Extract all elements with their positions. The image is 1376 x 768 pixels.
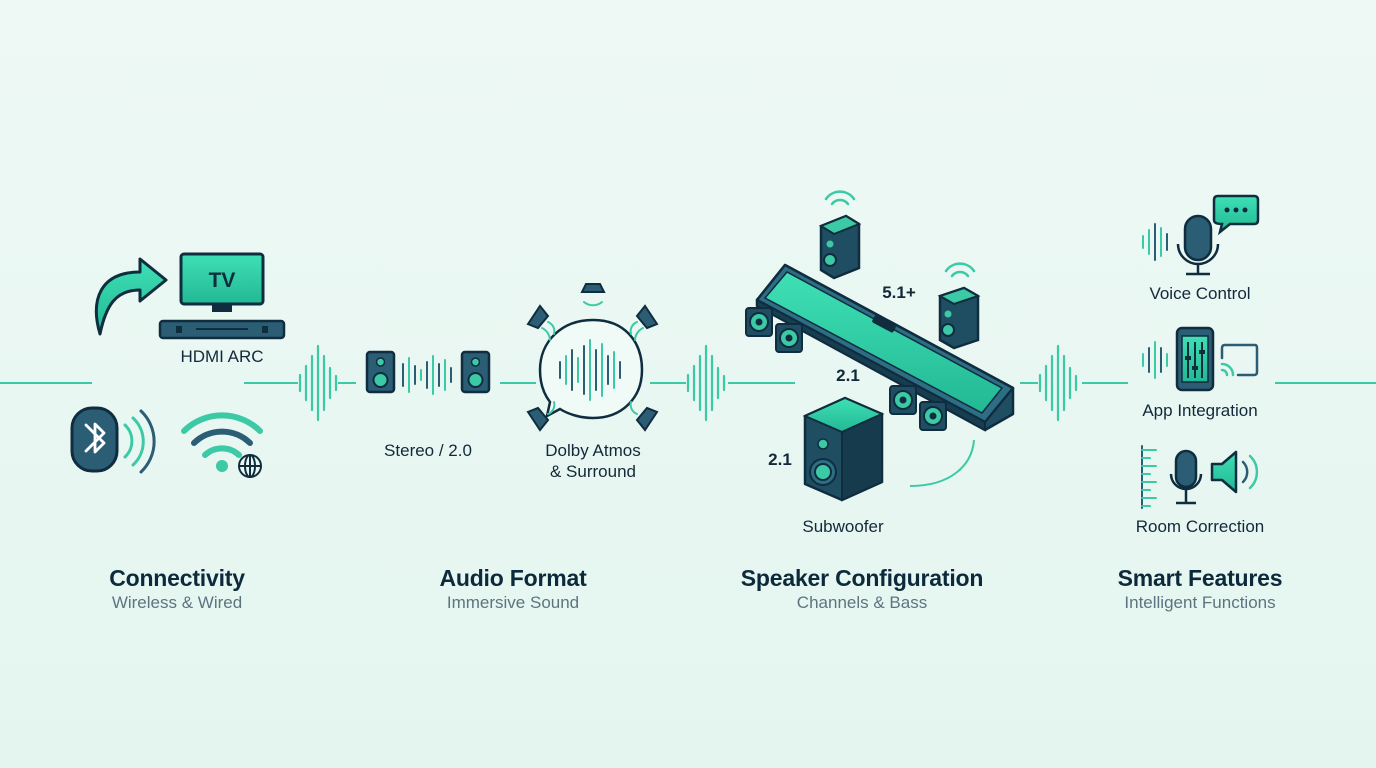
cast-icon bbox=[1220, 343, 1259, 377]
stereo-waveform bbox=[402, 355, 452, 395]
right-speaker-icon bbox=[937, 262, 981, 350]
tv-label: TV bbox=[209, 269, 236, 292]
connectivity-subtitle: Wireless & Wired bbox=[111, 593, 243, 612]
connectivity-title: Connectivity bbox=[109, 565, 245, 591]
speaker-volume-icon bbox=[1210, 450, 1259, 494]
speaker-config-title: Speaker Configuration bbox=[740, 565, 984, 591]
soundbar-small-icon bbox=[158, 319, 286, 340]
flow-waveform-1 bbox=[298, 344, 338, 422]
tv-icon bbox=[179, 252, 265, 312]
tag-2-1-sub: 2.1 bbox=[768, 450, 792, 469]
app-integration-label: App Integration bbox=[1142, 401, 1258, 420]
globe-icon bbox=[238, 454, 262, 478]
microphone-icon bbox=[1176, 214, 1220, 276]
smartphone-icon bbox=[1175, 326, 1215, 392]
chat-bubble-icon bbox=[1212, 194, 1260, 236]
surround-speakers-icon bbox=[526, 283, 659, 432]
soundbar-drivers-right bbox=[889, 385, 947, 431]
soundbar-drivers-left bbox=[745, 307, 803, 353]
flow-waveform-2 bbox=[686, 344, 726, 422]
wifi-icon bbox=[181, 412, 263, 472]
surround-sound-waves bbox=[541, 301, 644, 415]
flow-waveform-3 bbox=[1038, 344, 1078, 422]
speaker-config-subtitle: Channels & Bass bbox=[796, 593, 928, 612]
smart-features-title: Smart Features bbox=[1117, 565, 1283, 591]
room-correction-label: Room Correction bbox=[1135, 517, 1265, 536]
tag-2-1-bar: 2.1 bbox=[836, 366, 860, 385]
room-scale-icon bbox=[1141, 445, 1157, 509]
soundbar-main-icon bbox=[755, 263, 1015, 432]
arrow-icon bbox=[94, 257, 168, 336]
stereo-label: Stereo / 2.0 bbox=[384, 441, 472, 460]
app-waveform bbox=[1142, 341, 1168, 379]
audio-format-title: Audio Format bbox=[439, 565, 587, 591]
stereo-speaker-right-icon bbox=[460, 350, 491, 394]
subwoofer-icon bbox=[802, 396, 885, 502]
stereo-speaker-left-icon bbox=[365, 350, 396, 394]
dolby-atmos-bubble-icon bbox=[538, 318, 644, 420]
voice-control-label: Voice Control bbox=[1149, 284, 1251, 303]
hdmi-arc-label: HDMI ARC bbox=[180, 347, 264, 366]
smart-features-subtitle: Intelligent Functions bbox=[1124, 593, 1276, 612]
top-speaker-icon bbox=[818, 190, 862, 280]
bass-arc bbox=[909, 439, 975, 487]
subwoofer-label: Subwoofer bbox=[802, 517, 884, 536]
audio-format-subtitle: Immersive Sound bbox=[446, 593, 580, 612]
bluetooth-icon bbox=[70, 406, 156, 474]
voice-waveform bbox=[1142, 223, 1168, 261]
room-microphone-icon bbox=[1169, 449, 1203, 505]
dolby-atmos-label: Dolby Atmos & Surround bbox=[545, 441, 641, 481]
tag-5-1: 5.1+ bbox=[882, 283, 916, 302]
